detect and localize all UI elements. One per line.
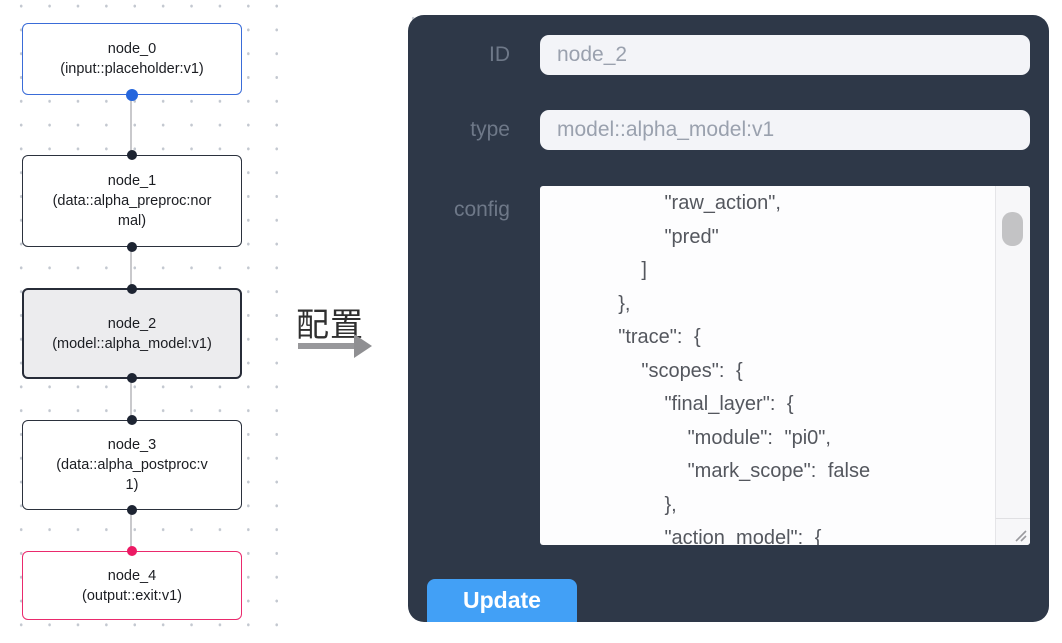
flow-node-node_4[interactable]: node_4 (output::exit:v1) [22,546,242,620]
node-subtitle: (data::alpha_postproc:v1) [56,457,208,493]
right-arrow-icon [298,343,356,349]
source-handle[interactable] [126,89,138,101]
flow-node-node_1[interactable]: node_1 (data::alpha_preproc:normal) [22,150,242,252]
scrollbar-thumb[interactable] [1002,212,1023,246]
target-handle[interactable] [127,150,137,160]
target-handle[interactable] [127,284,137,294]
node-text: node_0 (input::placeholder:v1) [60,39,203,79]
flow-node-node_3[interactable]: node_3 (data::alpha_postproc:v1) [22,415,242,515]
node-title: node_1 [107,173,157,189]
node-text: node_2 (model::alpha_model:v1) [52,314,212,354]
resize-grip-icon[interactable] [995,518,1030,545]
source-handle[interactable] [127,373,137,383]
node-subtitle: (input::placeholder:v1) [60,61,204,77]
right-arrow-head-icon [354,334,372,358]
node-subtitle: (data::alpha_preproc:normal) [52,193,212,229]
node-title: node_4 [107,567,157,584]
flow-canvas[interactable]: node_0 (input::placeholder:v1) node_1 (d… [0,0,292,643]
edge-node3-node4[interactable] [130,510,132,551]
config-json-text[interactable]: "raw_action", "pred" ] }, "trace": { "sc… [618,192,871,545]
id-input[interactable] [540,35,1030,75]
node-config-panel: ID type config "raw_action", "pred" ] },… [408,15,1049,622]
source-handle[interactable] [127,242,137,252]
id-field-label: ID [489,43,510,66]
edge-node2-node3[interactable] [130,379,132,420]
edge-node0-node1[interactable] [130,95,132,155]
node-text: node_1 (data::alpha_preproc:normal) [51,171,213,231]
configure-label: 配置 [296,306,364,343]
type-field-label: type [470,118,510,141]
node-title: node_0 [107,41,157,57]
config-field-label: config [453,198,510,221]
target-handle[interactable] [127,546,137,556]
update-button[interactable]: Update [427,579,577,622]
node-subtitle: (model::alpha_model:v1) [52,335,212,352]
node-text: node_4 (output::exit:v1) [82,566,182,606]
node-title: node_2 [107,315,157,332]
scrollbar-track[interactable] [995,186,1030,518]
source-handle[interactable] [127,505,137,515]
node-text: node_3 (data::alpha_postproc:v1) [51,435,213,495]
target-handle[interactable] [127,415,137,425]
flow-node-node_0[interactable]: node_0 (input::placeholder:v1) [22,23,242,101]
flow-node-node_2-selected[interactable]: node_2 (model::alpha_model:v1) [22,284,242,383]
edge-node1-node2[interactable] [130,247,132,288]
type-input[interactable] [540,110,1030,150]
config-textarea[interactable]: "raw_action", "pred" ] }, "trace": { "sc… [540,186,1030,545]
node-title: node_3 [107,437,157,453]
node-subtitle: (output::exit:v1) [82,587,182,604]
